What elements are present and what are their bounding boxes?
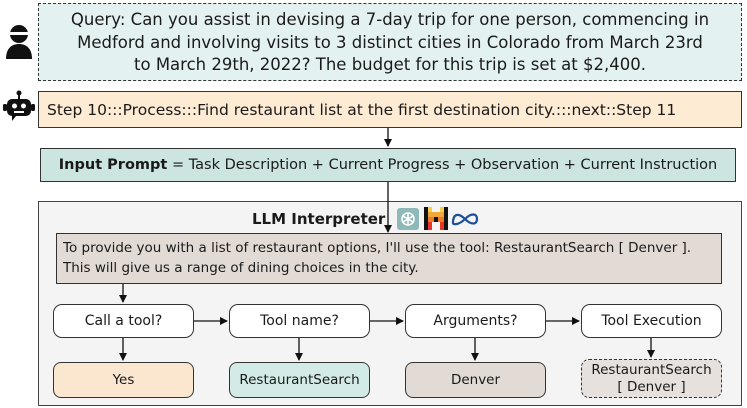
input-prompt-box: Input Prompt = Task Description + Curren… (40, 148, 736, 182)
execution-output-line-1: RestaurantSearch (591, 361, 712, 378)
input-prompt-label: Input Prompt (58, 157, 168, 173)
response-line-2: This will give us a range of dining choi… (63, 260, 419, 276)
robot-icon (3, 90, 35, 121)
yes-output-label: Yes (112, 372, 135, 388)
step-text: Step 10:::Process:::Find restaurant list… (47, 100, 677, 119)
query-line-3: to March 29th, 2022? The budget for this… (134, 55, 646, 74)
tool-name-output: RestaurantSearch (229, 362, 370, 398)
tool-name-step: Tool name? (229, 304, 370, 338)
call-tool-label: Call a tool? (84, 313, 163, 329)
arguments-step: Arguments? (405, 304, 546, 338)
execution-output-line-2: [ Denver ] (617, 378, 686, 395)
user-icon (6, 25, 32, 59)
arguments-output: Denver (405, 362, 546, 398)
llm-interpreter-title: LLM Interpreter (252, 210, 386, 228)
tool-execution-label: Tool Execution (601, 313, 702, 329)
llm-response-box: To provide you with a list of restaurant… (56, 233, 722, 284)
arguments-output-label: Denver (450, 372, 501, 388)
response-line-1: To provide you with a list of restaurant… (63, 240, 692, 256)
tool-name-label: Tool name? (260, 313, 339, 329)
step-box: Step 10:::Process:::Find restaurant list… (38, 91, 742, 128)
query-box: Query: Can you assist in devising a 7-da… (38, 3, 742, 81)
openai-logo-icon (397, 208, 419, 230)
arguments-label: Arguments? (433, 313, 518, 329)
mistral-logo-icon (424, 207, 448, 230)
call-tool-step: Call a tool? (53, 304, 194, 338)
meta-logo-icon (451, 213, 479, 226)
execution-output: RestaurantSearch [ Denver ] (581, 359, 722, 398)
tool-name-output-label: RestaurantSearch (239, 372, 360, 388)
yes-output: Yes (53, 362, 194, 398)
query-line-1: Query: Can you assist in devising a 7-da… (70, 10, 710, 29)
input-prompt-formula: = Task Description + Current Progress + … (167, 157, 718, 173)
query-line-2: Medford and involving visits to 3 distin… (77, 32, 703, 52)
tool-execution-step: Tool Execution (581, 304, 722, 338)
